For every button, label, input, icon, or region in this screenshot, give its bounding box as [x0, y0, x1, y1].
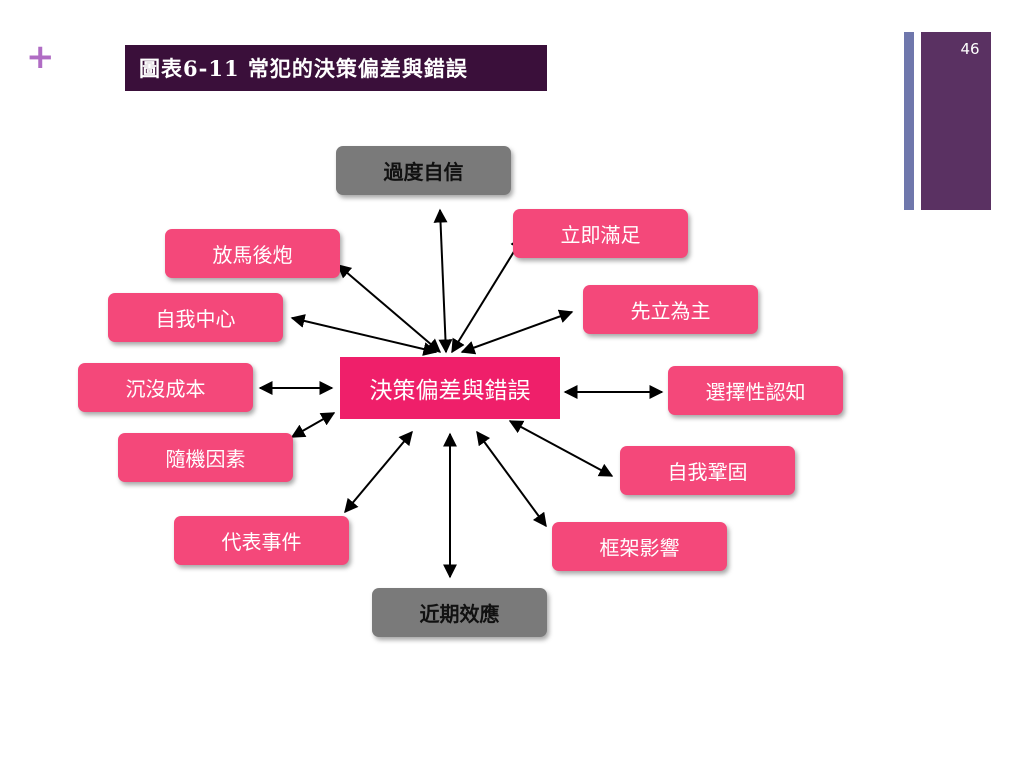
arrow-anchoring: [460, 309, 574, 355]
arrow-representation: [344, 430, 413, 514]
node-selective-perception: 選擇性認知: [668, 366, 843, 415]
center-node: 決策偏差與錯誤: [340, 357, 560, 419]
node-escalation: 自我鞏固: [620, 446, 795, 495]
node-overconfidence: 過度自信: [336, 146, 511, 195]
node-hindsight: 放馬後炮: [165, 229, 340, 278]
arrow-framing: [476, 430, 547, 528]
plus-icon: +: [26, 37, 55, 77]
node-instant-gratification: 立即滿足: [513, 209, 688, 258]
decorative-bar-thick: [921, 32, 991, 210]
decorative-bar-thin: [904, 32, 914, 210]
node-framing: 框架影響: [552, 522, 727, 571]
arrow-escalation: [508, 420, 614, 477]
title-banner: 圖表6-11 常犯的決策偏差與錯誤: [125, 45, 547, 91]
slide-title: 圖表6-11 常犯的決策偏差與錯誤: [139, 56, 468, 81]
node-sunk-cost: 沉沒成本: [78, 363, 253, 412]
node-randomness: 隨機因素: [118, 433, 293, 482]
arrow-randomness: [290, 412, 336, 438]
node-availability: 近期效應: [372, 588, 547, 637]
arrow-overconfidence: [433, 208, 453, 354]
page-number: 46: [960, 40, 980, 58]
arrow-hindsight: [336, 264, 442, 353]
node-anchoring: 先立為主: [583, 285, 758, 334]
arrow-self-serving: [290, 314, 438, 356]
node-self-serving: 自我中心: [108, 293, 283, 342]
node-representation: 代表事件: [174, 516, 349, 565]
